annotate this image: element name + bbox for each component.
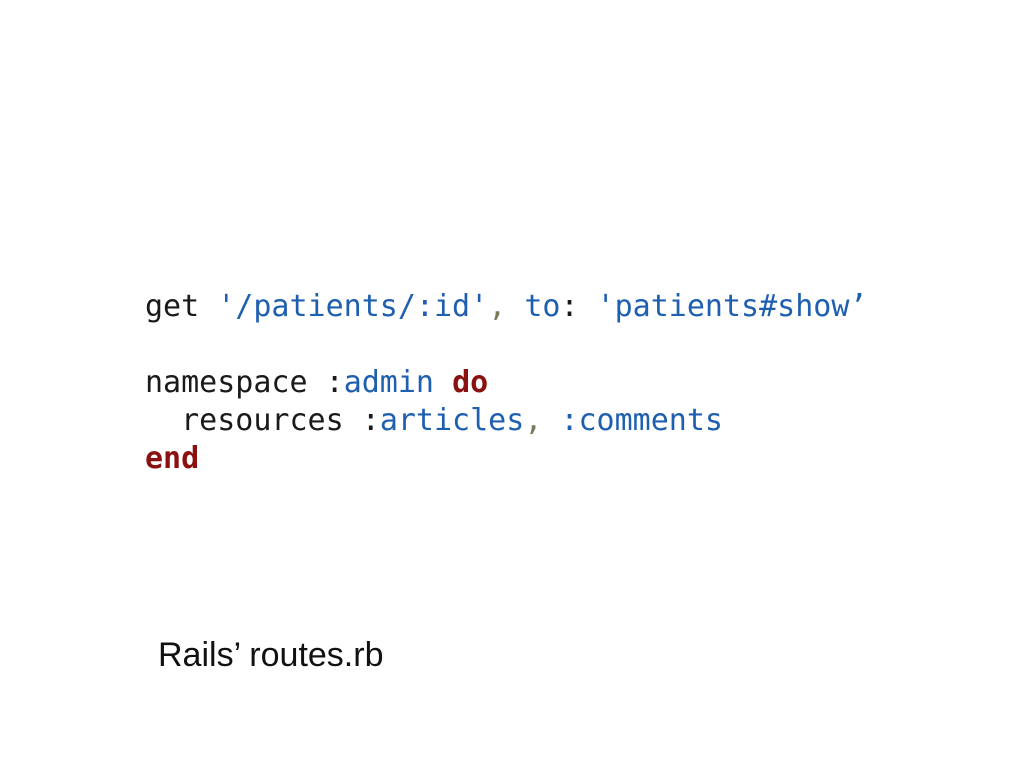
code-line-end: end [145,440,868,478]
code-comma: , [524,403,543,438]
code-symbol-admin: admin [343,365,434,400]
code-route-target: 'patients#show’ [596,289,868,324]
code-method-namespace: namespace [145,365,308,400]
code-symbol-comments: :comments [560,403,723,438]
code-method-resources: resources [181,403,344,438]
code-keyword-do: do [452,365,489,400]
code-line-get-route: get '/patients/:id', to: 'patients#show’ [145,288,868,326]
code-colon: : [560,289,579,324]
code-symbol-prefix: : [361,403,380,438]
code-method-get: get [145,289,200,324]
code-option-key: to [524,289,561,324]
code-comma: , [488,289,507,324]
code-snippet: get '/patients/:id', to: 'patients#show’… [145,288,868,478]
code-line-namespace: namespace :admin do [145,364,868,402]
code-line-resources: resources :articles, :comments [145,402,868,440]
code-keyword-end: end [145,441,200,476]
code-symbol-prefix: : [325,365,344,400]
code-line-blank [145,326,868,364]
slide-caption: Rails’ routes.rb [158,636,384,674]
code-symbol-articles: articles [379,403,525,438]
code-route-path: '/patients/:id' [217,289,489,324]
code-indent [145,403,181,438]
